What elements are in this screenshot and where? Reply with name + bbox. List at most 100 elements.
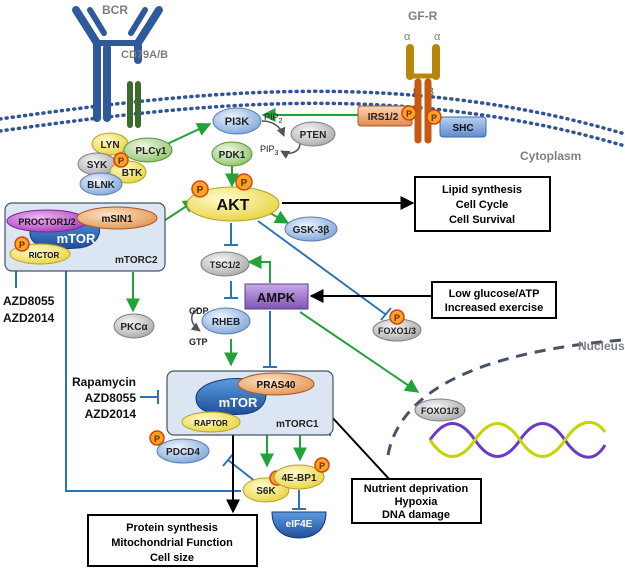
cytoplasm-label: Cytoplasm xyxy=(520,149,581,163)
inhibitor-center-3: AZD2014 xyxy=(85,407,137,421)
foxo-nuclear-label: FOXO1/3 xyxy=(421,406,459,416)
tsc-node[interactable] xyxy=(200,251,250,277)
procter-label: PROCTOR1/2 xyxy=(18,217,75,227)
inhibitor-left-1: AZD8055 xyxy=(3,294,55,308)
pip2-label: PIP2 xyxy=(264,112,283,125)
gdp-label: GDP xyxy=(189,306,209,316)
gtp-label: GTP xyxy=(189,337,208,347)
pras40-node[interactable] xyxy=(237,372,315,396)
pten-conversion-arrow xyxy=(280,142,301,159)
bcr-label: BCR xyxy=(102,3,128,17)
gsk3b-label: GSK-3β xyxy=(293,225,330,236)
phospho-rictor xyxy=(14,236,30,252)
pten-node[interactable] xyxy=(290,121,336,147)
4ebp1-label: 4E-BP1 xyxy=(281,473,316,484)
rheb-node[interactable] xyxy=(201,307,251,335)
syk-label: SYK xyxy=(87,160,108,171)
rictor-label: RICTOR xyxy=(29,251,60,260)
akt-output-3: Cell Survival xyxy=(449,214,515,226)
phospho-4ebp1 xyxy=(314,457,330,473)
phospho-foxo xyxy=(389,309,405,325)
dna-helix xyxy=(428,421,607,459)
alpha-left-label: α xyxy=(404,31,411,43)
inhibitor-center-2: AZD8055 xyxy=(85,391,137,405)
ampk-label: AMPK xyxy=(257,290,296,305)
phospho-rictor-label: P xyxy=(19,240,25,250)
pkca-label: PKCα xyxy=(120,322,148,333)
mtorc1-output-2: Mitochondrial Function xyxy=(111,537,233,549)
phospho-btk xyxy=(113,152,129,168)
irs-label: IRS1/2 xyxy=(368,112,399,123)
pkca-node[interactable] xyxy=(113,313,155,339)
stress-input-2: Hypoxia xyxy=(395,496,439,508)
phospho-pdcd4 xyxy=(149,430,165,446)
foxo-cyto-label: FOXO1/3 xyxy=(378,326,416,336)
msin1-node[interactable] xyxy=(76,206,158,230)
blnk-label: BLNK xyxy=(87,180,116,191)
pdcd4-node[interactable] xyxy=(156,438,210,464)
akt-output-2: Cell Cycle xyxy=(456,199,509,211)
phospho-btk-label: P xyxy=(118,156,124,166)
eif4e-label: eIF4E xyxy=(286,519,313,530)
phospho-akt-2-label: P xyxy=(241,178,248,189)
ampk-input-2: Increased exercise xyxy=(445,302,543,314)
eif4e-node[interactable] xyxy=(271,511,327,539)
stress-inputs-box: Nutrient deprivation Hypoxia DNA damage xyxy=(351,478,482,524)
akt-label: AKT xyxy=(217,197,250,214)
raptor-node[interactable] xyxy=(181,411,241,433)
pi3k-node[interactable] xyxy=(212,107,262,135)
msin1-label: mSIN1 xyxy=(101,214,133,225)
pip3-label: PIP3 xyxy=(260,144,279,157)
alpha-right-label: α xyxy=(434,31,441,43)
shc-label: SHC xyxy=(452,123,473,134)
membrane-inner-layer xyxy=(0,101,625,148)
4ebp1-node[interactable] xyxy=(273,464,325,490)
phospho-pdcd4-label: P xyxy=(154,434,160,444)
inhibit-s6k-mtorc2 xyxy=(65,268,241,492)
arrow-ampk-to-foxo-nuclear xyxy=(299,311,420,393)
pras40-label: PRAS40 xyxy=(257,380,296,391)
foxo-nuclear-node[interactable] xyxy=(414,398,466,422)
inhibit-akt-foxo xyxy=(257,220,386,315)
mtorc2-label: mTORC2 xyxy=(115,255,158,266)
phospho-irs xyxy=(401,105,417,121)
phospho-akt-2 xyxy=(235,173,253,191)
arrow-ampk-to-tsc xyxy=(247,255,271,283)
plcy1-label: PLCγ1 xyxy=(135,146,167,157)
phospho-shc xyxy=(426,109,442,125)
nucleus-label: Nucleus xyxy=(578,339,625,353)
mtorc1-output-3: Cell size xyxy=(150,552,194,564)
tsc-label: TSC1/2 xyxy=(210,260,241,270)
membrane-outer-layer xyxy=(0,89,625,136)
pdk1-node[interactable] xyxy=(211,141,253,167)
mtorc1-outputs-box: Protein synthesis Mitochondrial Function… xyxy=(87,514,258,567)
arrow-akt-to-gsk xyxy=(269,210,290,224)
ampk-node[interactable] xyxy=(244,283,309,310)
gfr-label: GF-R xyxy=(408,9,438,23)
mtorc1-complex[interactable]: PRAS40 mTOR RAPTOR mTORC1 xyxy=(166,370,334,436)
gdp-gtp-arrow xyxy=(190,307,201,332)
mtorc2-complex[interactable]: PROCTOR1/2 mSIN1 mTOR RICTOR P mTORC2 xyxy=(4,202,166,272)
phospho-akt-1-label: P xyxy=(197,185,204,196)
raptor-label: RAPTOR xyxy=(194,419,228,428)
pip-conversion-arrow xyxy=(261,120,286,137)
stress-input-3: DNA damage xyxy=(382,509,450,521)
inhibitor-left-2: AZD2014 xyxy=(3,311,55,325)
plcy1-node[interactable] xyxy=(123,137,173,163)
blnk-node[interactable] xyxy=(79,172,123,196)
bcr-receptor: BCR CD79A/B xyxy=(72,3,168,128)
cd79-label: CD79A/B xyxy=(121,49,168,61)
phospho-4ebp1-label: P xyxy=(319,461,325,471)
ampk-inputs-box: Low glucose/ATP Increased exercise xyxy=(431,281,557,319)
mtorc2-mtor-label: mTOR xyxy=(57,231,96,246)
inhibitor-center-1: Rapamycin xyxy=(72,375,136,389)
pi3k-label: PI3K xyxy=(225,116,250,128)
akt-node[interactable] xyxy=(186,186,280,222)
shc-node[interactable] xyxy=(439,116,487,138)
mtorc1-mtor-label: mTOR xyxy=(219,395,258,410)
ampk-input-1: Low glucose/ATP xyxy=(449,288,540,300)
gsk3b-node[interactable] xyxy=(284,216,338,242)
mtorc1-label: mTORC1 xyxy=(276,419,319,430)
